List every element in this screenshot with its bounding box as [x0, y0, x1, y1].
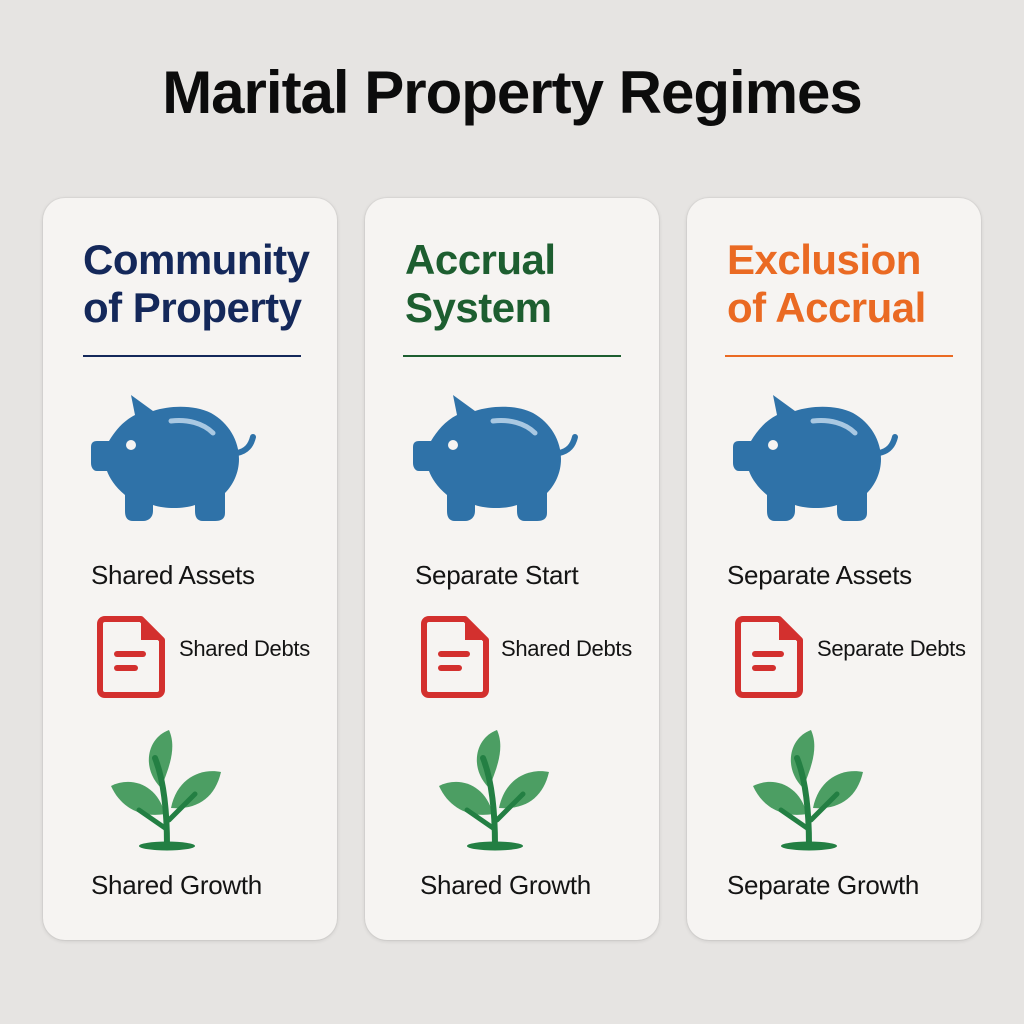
- regime-card: Accrual System Separate Start Shared Deb…: [365, 198, 659, 940]
- document-icon: [421, 616, 489, 698]
- assets-label: Shared Assets: [91, 560, 255, 590]
- piggy-bank-icon: [413, 393, 579, 523]
- regime-title: Exclusion of Accrual: [727, 236, 926, 331]
- title-divider: [403, 355, 621, 357]
- plant-icon: [111, 728, 223, 853]
- growth-label: Shared Growth: [420, 870, 591, 900]
- debts-label: Shared Debts: [179, 636, 310, 661]
- growth-label: Separate Growth: [727, 870, 920, 900]
- regime-title: Accrual System: [405, 236, 556, 331]
- title-divider: [725, 355, 953, 357]
- regime-card: Exclusion of Accrual Separate Assets Sep…: [687, 198, 981, 940]
- debts-label: Shared Debts: [501, 636, 632, 661]
- growth-label: Shared Growth: [91, 870, 262, 900]
- assets-label: Separate Start: [415, 560, 579, 590]
- piggy-bank-icon: [733, 393, 899, 523]
- debts-label: Separate Debts: [817, 636, 966, 661]
- document-icon: [97, 616, 165, 698]
- document-icon: [735, 616, 803, 698]
- plant-icon: [753, 728, 865, 853]
- piggy-bank-icon: [91, 393, 257, 523]
- regime-title: Community of Property: [83, 236, 310, 331]
- assets-label: Separate Assets: [727, 560, 912, 590]
- page-title: Marital Property Regimes: [162, 59, 863, 126]
- regime-card: Community of Property Shared Assets Shar…: [43, 198, 337, 940]
- title-divider: [83, 355, 301, 357]
- plant-icon: [439, 728, 551, 853]
